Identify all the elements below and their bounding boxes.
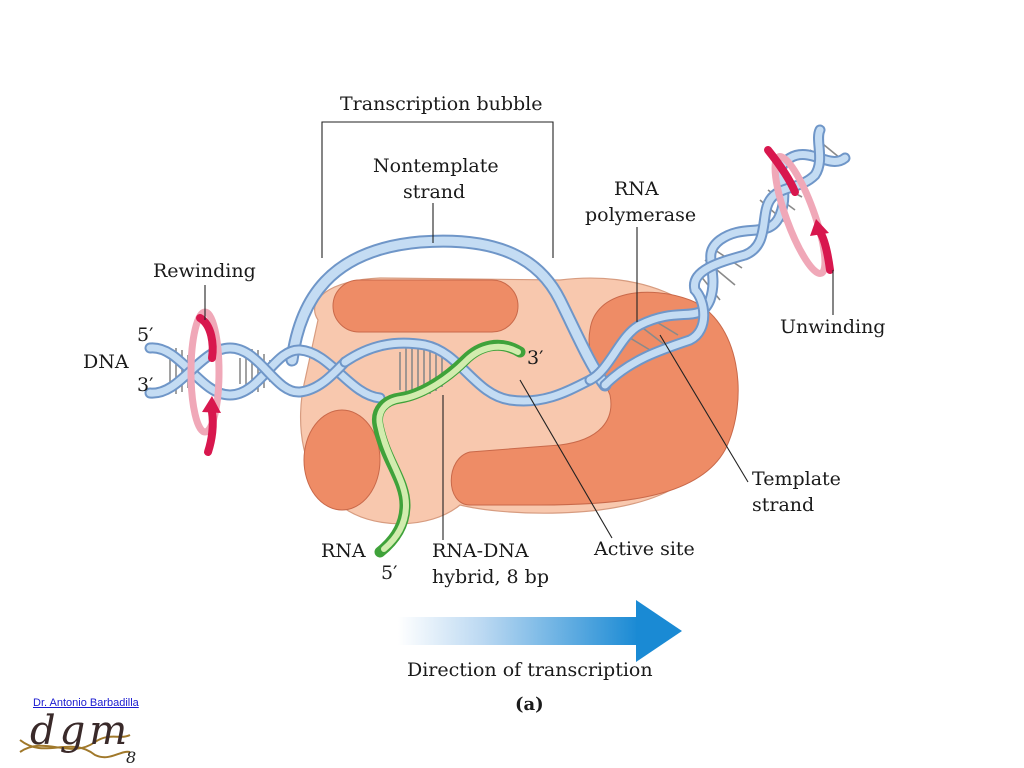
label-rna-polymerase-line2: polymerase [585, 204, 696, 226]
label-template-line1: Template [752, 468, 841, 490]
transcription-bubble-bracket [321, 121, 554, 258]
template-leader [659, 334, 749, 483]
label-template-line2: strand [752, 494, 814, 516]
polymerase-upper-lobe [332, 279, 519, 333]
label-hybrid-line1: RNA-DNA [432, 540, 529, 562]
label-transcription-bubble: Transcription bubble [340, 93, 543, 115]
label-rna-5prime: 5′ [381, 562, 397, 584]
label-rna-3prime: 3′ [527, 347, 543, 369]
direction-arrow [398, 600, 682, 662]
polymerase-left-lobe [303, 409, 381, 511]
dna-helix-center [339, 337, 596, 558]
label-dna-5prime: 5′ [137, 324, 153, 346]
label-rna: RNA [321, 540, 366, 562]
label-rna-polymerase-line1: RNA [614, 178, 659, 200]
label-dna: DNA [83, 351, 129, 373]
page-number: 8 [126, 748, 137, 767]
label-direction: Direction of transcription [407, 659, 653, 681]
label-hybrid-line2: hybrid, 8 bp [432, 566, 549, 588]
label-panel: (a) [515, 694, 544, 715]
dna-helix-right [584, 124, 851, 391]
label-unwinding: Unwinding [780, 316, 885, 338]
label-nontemplate-line2: strand [403, 181, 465, 203]
unwinding-arrow [764, 146, 834, 277]
dgm-logo: dgm [30, 708, 132, 754]
logo-helix [19, 734, 131, 759]
label-rewinding: Rewinding [153, 260, 256, 282]
author-link[interactable]: Dr. Antonio Barbadilla [33, 697, 139, 709]
active-site-leader [519, 379, 613, 539]
label-nontemplate-line1: Nontemplate [373, 155, 499, 177]
label-dna-3prime: 3′ [137, 374, 153, 396]
label-active-site: Active site [593, 538, 695, 560]
